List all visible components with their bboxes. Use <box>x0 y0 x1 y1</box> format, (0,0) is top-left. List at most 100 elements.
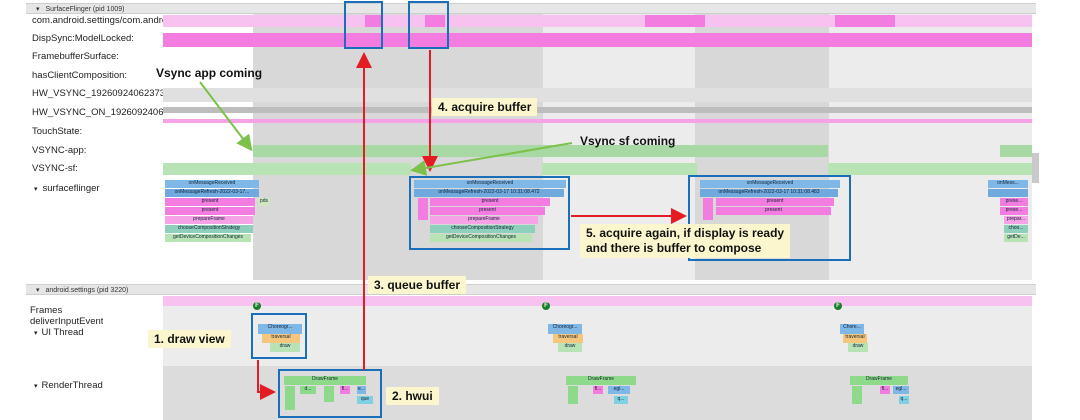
track-label[interactable]: ▾surfaceflinger <box>34 183 100 194</box>
render-slice[interactable]: egl... <box>893 386 909 394</box>
sf-slice[interactable]: present <box>716 198 834 206</box>
ui-thread-track[interactable] <box>163 316 1032 366</box>
sf-slice[interactable]: onMessageRefresh-2022-03-17 10:31:08.483 <box>700 189 838 197</box>
render-subslice <box>568 386 578 404</box>
sf-slice[interactable]: present <box>165 207 255 215</box>
ui-slice[interactable]: traversal <box>843 334 867 343</box>
ui-slice[interactable]: Choreogr... <box>258 324 302 334</box>
frame-badge-icon[interactable]: F <box>542 302 550 310</box>
track-label: TouchState: <box>32 126 83 137</box>
render-slice[interactable]: egl... <box>608 386 630 394</box>
render-slice[interactable]: q... <box>614 396 628 404</box>
counter-bar <box>645 15 705 27</box>
ui-slice[interactable]: draw <box>848 343 868 352</box>
ui-slice[interactable]: traversal <box>553 334 583 343</box>
track-label: HW_VSYNC_1926092406237325 <box>32 88 163 99</box>
render-slice[interactable]: que <box>357 396 373 404</box>
highlight-box <box>278 369 382 418</box>
sf-slice[interactable]: onMess... <box>988 180 1028 188</box>
sf-slice[interactable]: onMessageReceived <box>414 180 566 188</box>
expand-chevron-icon[interactable]: ▾ <box>34 186 38 193</box>
render-slice[interactable]: fl... <box>593 386 603 394</box>
callout-line: and there is buffer to compose <box>586 241 762 255</box>
sf-slice[interactable]: getDe... <box>1004 234 1028 242</box>
sf-slice[interactable] <box>988 189 1028 197</box>
process-title: android.settings (pid 3220) <box>45 287 129 294</box>
track-label: hasClientComposition: <box>32 70 128 81</box>
counter-bar <box>835 15 895 27</box>
process-title: SurfaceFlinger (pid 1009) <box>45 6 125 13</box>
sf-slice[interactable]: prepar... <box>1004 216 1028 224</box>
sf-subslice <box>703 198 713 220</box>
render-slice[interactable]: q... <box>899 396 909 404</box>
expand-chevron-icon[interactable]: ▾ <box>34 383 38 390</box>
callout-line: 5. acquire again, if display is ready <box>586 226 785 240</box>
frames-track[interactable] <box>163 296 1032 306</box>
track-label: VSYNC-sf: <box>32 163 78 174</box>
sf-subslice <box>418 198 428 220</box>
frame-badge-icon[interactable]: F <box>834 302 842 310</box>
sf-slice[interactable]: prepareFrame <box>430 216 538 224</box>
callout-acquire-buffer: 4. acquire buffer <box>432 98 538 116</box>
sf-slice[interactable]: chooseCompositionStrategy <box>430 225 535 233</box>
render-slice[interactable]: fl... <box>880 386 890 394</box>
ui-slice[interactable]: Choreogr... <box>548 324 582 334</box>
callout-draw-view: 1. draw view <box>148 330 231 348</box>
sf-slice[interactable]: getDeviceCompositionChanges <box>165 234 251 242</box>
track-label: HW_VSYNC_ON_192609240623 <box>32 107 163 118</box>
sf-slice[interactable]: prepareFrame <box>165 216 253 224</box>
callout-queue-buffer: 3. queue buffer <box>368 276 467 294</box>
track-label: VSYNC-app: <box>32 145 87 156</box>
sf-slice[interactable]: onMessageRefresh-2022-03-17... <box>165 189 259 197</box>
sf-slice[interactable]: onMessageRefresh-2022-03-17 10:31:08.472 <box>414 189 564 197</box>
track-label[interactable]: ▾RenderThread <box>34 380 103 391</box>
render-slice[interactable]: DrawFrame <box>566 376 636 385</box>
expand-chevron-icon[interactable]: ▾ <box>34 330 38 337</box>
touchstate-counter[interactable] <box>163 119 1032 123</box>
render-slice[interactable]: d... <box>300 386 316 394</box>
sf-slice[interactable]: prese... <box>1000 198 1028 206</box>
render-slice[interactable]: e... <box>357 386 366 394</box>
sf-slice[interactable]: onMessageReceived <box>165 180 259 188</box>
sf-slice[interactable]: chooseCompositionStrategy <box>165 225 253 233</box>
sf-slice[interactable]: choo... <box>1004 225 1028 233</box>
hw-vsync-counter[interactable] <box>163 88 1032 102</box>
hw-vsync-on-counter[interactable] <box>163 107 1032 113</box>
ui-slice[interactable]: draw <box>270 343 300 352</box>
sf-slice[interactable]: present <box>430 198 550 206</box>
sf-slice[interactable]: getDeviceCompositionChanges <box>430 234 532 242</box>
sf-slice[interactable]: onMessageReceived <box>700 180 840 188</box>
render-slice[interactable]: DrawFrame <box>284 376 366 385</box>
callout-vsync-sf: Vsync sf coming <box>580 134 676 148</box>
vsync-sf-counter[interactable] <box>163 163 411 175</box>
track-label: Frames <box>30 305 63 316</box>
sf-slice[interactable]: pds <box>258 198 270 206</box>
sf-slice[interactable]: present <box>430 207 545 215</box>
dispsync-counter[interactable] <box>163 33 1032 47</box>
counter-bar <box>365 15 381 27</box>
collapse-chevron-icon[interactable]: ▾ <box>36 287 40 294</box>
render-slice[interactable]: DrawFrame <box>850 376 908 385</box>
ui-slice[interactable]: draw <box>558 343 582 352</box>
sf-slice[interactable]: prese... <box>1000 207 1028 215</box>
vertical-scrollbar[interactable] <box>1032 153 1039 183</box>
sf-slice[interactable]: present <box>165 198 255 206</box>
track-label: DispSync:ModelLocked: <box>32 33 134 44</box>
settings-process-header[interactable]: ▾ android.settings (pid 3220) <box>26 284 1036 295</box>
ui-slice[interactable]: Chore... <box>840 324 864 334</box>
track-label: FramebufferSurface: <box>32 51 119 62</box>
vsync-sf-counter <box>828 163 1032 175</box>
render-slice[interactable]: fl... <box>340 386 350 394</box>
deliver-input-track[interactable] <box>163 306 1032 316</box>
surfaceflinger-process-header[interactable]: ▾ SurfaceFlinger (pid 1009) <box>26 3 1036 14</box>
frame-badge-icon[interactable]: F <box>253 302 261 310</box>
highlight-box <box>251 313 307 359</box>
sf-slice[interactable]: present <box>716 207 831 215</box>
counter-bar <box>425 15 445 27</box>
vsync-app-counter[interactable] <box>253 145 828 157</box>
vsync-period-band <box>829 14 1032 280</box>
collapse-chevron-icon[interactable]: ▾ <box>36 6 40 13</box>
track-label[interactable]: ▾UI Thread <box>34 327 84 338</box>
ui-slice[interactable]: traversal <box>262 334 300 343</box>
